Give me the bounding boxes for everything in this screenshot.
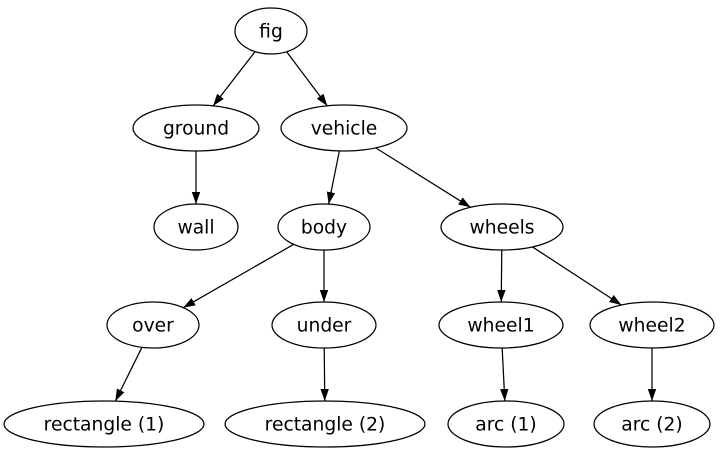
node-ellipse-under [271,301,377,349]
node-label-rectangle-1: rectangle (1) [44,414,165,435]
node-ellipse-vehicle [280,104,408,152]
node-label-wheel2: wheel2 [618,315,685,336]
node-ellipse-wheel1 [438,301,564,349]
node-arc-1: arc (1) [447,400,565,448]
node-ellipse-arc-2 [593,400,711,448]
node-label-over: over [132,315,174,336]
node-label-arc-1: arc (1) [475,414,536,435]
node-body: body [277,203,371,251]
node-wheel1: wheel1 [438,301,564,349]
edge-body-to-over [182,243,295,309]
node-label-vehicle: vehicle [311,118,378,139]
node-label-body: body [301,217,347,238]
node-wall: wall [153,203,239,251]
node-arc-2: arc (2) [593,400,711,448]
node-ellipse-rectangle-2 [224,400,426,448]
node-label-wheel1: wheel1 [467,315,534,336]
edge-fig-to-vehicle [286,51,328,107]
node-ellipse-fig [234,7,308,55]
nodes-layer: fig ground vehicle wall body wheels over under w… [3,7,715,448]
node-ellipse-arc-1 [447,400,565,448]
edge-under-to-rectangle-2 [320,347,329,402]
node-under: under [271,301,377,349]
node-vehicle: vehicle [280,104,408,152]
node-wheel2: wheel2 [589,301,715,349]
node-over: over [106,301,200,349]
node-ground: ground [132,104,260,152]
edges-layer [114,51,657,402]
node-ellipse-rectangle-1 [3,400,205,448]
node-ellipse-over [106,301,200,349]
node-fig: fig [234,7,308,55]
node-label-rectangle-2: rectangle (2) [265,414,386,435]
node-ellipse-body [277,203,371,251]
edge-vehicle-to-body [326,150,340,205]
edge-wheel1-to-arc-1 [500,347,509,402]
node-wheels: wheels [440,203,564,251]
node-label-wall: wall [177,217,214,238]
node-rectangle-1: rectangle (1) [3,400,205,448]
node-label-fig: fig [259,21,283,42]
node-ellipse-wheel2 [589,301,715,349]
node-label-wheels: wheels [469,217,534,238]
node-label-ground: ground [163,118,229,139]
edge-vehicle-to-wheels [375,147,471,208]
node-label-under: under [297,315,352,336]
edge-wheels-to-wheel1 [497,249,506,303]
node-label-arc-2: arc (2) [621,414,682,435]
node-ellipse-wall [153,203,239,251]
edge-over-to-rectangle-1 [114,347,143,402]
node-ellipse-ground [132,104,260,152]
edge-wheels-to-wheel2 [532,246,622,306]
node-rectangle-2: rectangle (2) [224,400,426,448]
edge-fig-to-ground [212,51,256,107]
node-ellipse-wheels [440,203,564,251]
